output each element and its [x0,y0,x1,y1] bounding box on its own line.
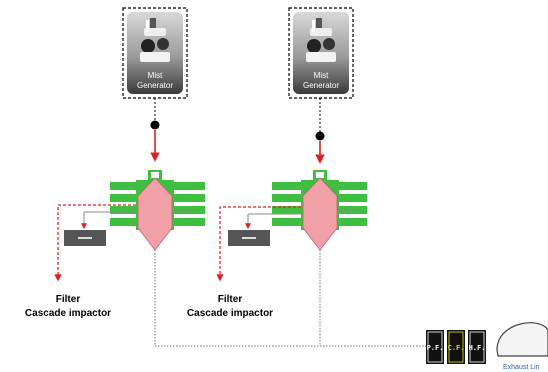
exhaust-blower-icon [497,323,548,356]
mist-generator-1-label-line1: Mist [148,71,163,80]
chamber-1 [110,170,205,250]
chamber-2 [272,170,367,250]
mist-generator-2-label-line2: Generator [303,81,339,90]
output-label-1-line2: Cascade impactor [25,308,111,319]
exhaust-filter-bank: P.F. C.F. H.F. [426,330,486,364]
junction-node-2 [316,132,325,141]
unit-1: Mist Generator Filter Cascade impactor [25,8,205,346]
unit-2: Mist Generator Filter Cascade impactor [187,8,367,346]
junction-node-1 [151,121,160,130]
mist-generator-2-label-line1: Mist [314,71,329,80]
mist-generator-1-label-line2: Generator [137,81,173,90]
output-label-2-line1: Filter [218,294,243,305]
output-label-1-line1: Filter [56,294,81,305]
exhaust-label: Exhaust Lin [503,364,540,371]
filter-hf-label: H.F. [469,344,486,352]
filter-cf-label: C.F. [448,344,465,352]
output-label-2-line2: Cascade impactor [187,308,273,319]
filter-pf-label: P.F. [427,344,444,352]
